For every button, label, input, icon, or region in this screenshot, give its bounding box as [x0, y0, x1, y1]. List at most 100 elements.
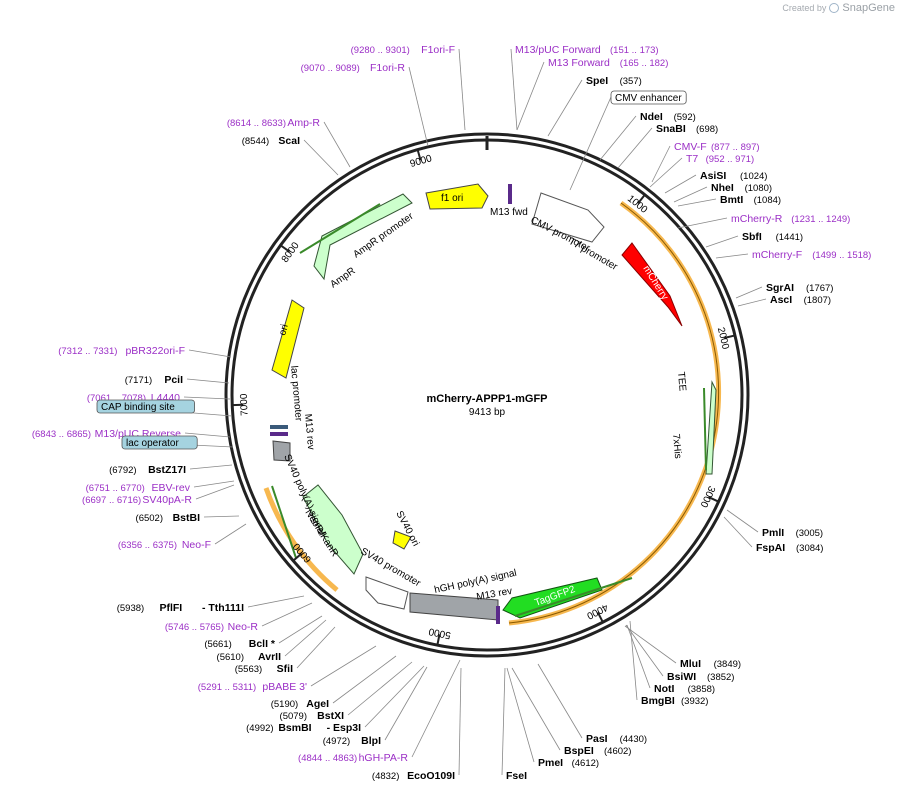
leader-pasi	[537, 663, 583, 739]
label-spei: SpeI(357)	[586, 75, 642, 87]
feature-name: CAP binding site	[101, 402, 175, 413]
leader-neo-r	[261, 602, 313, 627]
leader-spei	[547, 79, 583, 137]
label-name: AgeI	[306, 698, 329, 710]
ampr-inner-line	[299, 203, 381, 254]
label-blpi: BlpI (4972)	[323, 735, 381, 747]
label-bcli: BclI * (5661)	[204, 638, 276, 650]
label-name: T7	[686, 153, 698, 165]
tick-9000	[416, 149, 422, 161]
label-name: BlpI	[361, 735, 381, 747]
tick-label: 9000	[409, 153, 434, 170]
label-range: (3852)	[707, 672, 734, 683]
label-name: F1ori-F	[421, 44, 455, 56]
label-range: (592)	[674, 112, 696, 123]
label-bsiwi: BsiWI (3852)	[667, 671, 734, 683]
leader-fsei	[501, 667, 506, 776]
leader-m13-puc-forward	[510, 48, 518, 131]
label-name: M13/pUC Forward	[515, 44, 601, 56]
label-prefix: BsmBI	[278, 722, 311, 734]
label-bmti: BmtI(1084)	[720, 194, 781, 206]
plasmid-name: mCherry-APPP1-mGFP	[426, 393, 547, 405]
ori-arrow	[271, 299, 305, 379]
label-range: (5610)	[217, 652, 244, 663]
label-range: (357)	[620, 76, 642, 87]
label-range: (7312 .. 7331)	[58, 346, 117, 357]
label-name: FseI	[506, 770, 527, 782]
label-name: BclI *	[249, 638, 276, 650]
label-pmli: PmlI(3005)	[762, 527, 823, 539]
leader-pbr322ori-f	[188, 349, 232, 358]
leader-cmv-enhancer	[569, 96, 612, 191]
label-name: mCherry-F	[752, 249, 802, 261]
leader-mcherry-f	[715, 253, 749, 259]
label-name: Neo-R	[228, 621, 259, 633]
label-range: (6792)	[109, 465, 136, 476]
backbone-inner-ring	[224, 132, 750, 658]
label-name: NotI	[654, 683, 674, 695]
label-neo-f: Neo-F(6356 .. 6375)	[118, 539, 211, 551]
label-name: NdeI	[640, 111, 663, 123]
label-amp-r: Amp-R(8614 .. 8633)	[227, 117, 321, 129]
label-scai: ScaI(8544)	[242, 135, 300, 147]
label-sfii: SfiI(5563)	[235, 663, 293, 675]
label-range: (5661)	[204, 639, 231, 650]
leader-bstbi	[203, 515, 240, 518]
label-asisi: AsiSI (1024)	[700, 170, 767, 182]
label-range: (6751 .. 6770)	[86, 483, 145, 494]
leader-f1ori-r	[408, 66, 429, 147]
label-name: hGH-PA-R	[359, 752, 409, 764]
label-range: (9070 .. 9089)	[301, 63, 360, 74]
leader-l4440	[183, 396, 231, 400]
feature-name: lac operator	[126, 438, 179, 449]
leader-amp-r	[323, 121, 351, 168]
label-name: BspEI	[564, 745, 594, 757]
feature-box	[121, 435, 198, 450]
label-name: AsiSI	[700, 170, 726, 182]
leader-m13-forward	[516, 61, 545, 131]
label-range: (1024)	[740, 171, 767, 182]
label-name: AvrII	[258, 651, 281, 663]
feature-box	[96, 399, 195, 414]
label-range: (4972)	[323, 736, 350, 747]
watermark-created-by: Created by	[782, 3, 827, 13]
leader-neo-f	[214, 523, 247, 545]
feature-label-lac-promoter: lac promoter	[288, 365, 304, 422]
leader-bspei	[511, 667, 561, 751]
label-range: (3849)	[714, 659, 741, 670]
label-range: (5746 .. 5765)	[165, 622, 224, 633]
green-cds-arc	[705, 380, 717, 475]
label-bmgbi: BmgBI(3932)	[641, 695, 708, 707]
leader-pcii	[186, 378, 230, 384]
neor-kanr-arrow	[302, 484, 364, 575]
leader-m13-puc-reverse	[184, 432, 231, 438]
feature-label-t7-promoter: T7 promoter	[567, 236, 620, 273]
sv40-ori-box	[392, 530, 412, 550]
label-f1ori-f: F1ori-F (9280 .. 9301)	[351, 44, 455, 56]
label-cmv-f: CMV-F(877 .. 897)	[674, 141, 760, 153]
label-range: (5190)	[271, 699, 298, 710]
label-range: (5291 .. 5311)	[198, 682, 256, 693]
label-range: (1767)	[806, 283, 833, 294]
label-range: (6843 .. 6865)	[32, 429, 91, 440]
leader-avrii	[284, 619, 327, 657]
label-range: (9280 .. 9301)	[351, 45, 410, 56]
label-name: SnaBI	[656, 123, 686, 135]
label-m13-puc-forward: M13/pUC Forward (151 .. 173)	[515, 44, 659, 56]
label-neo-r: Neo-R (5746 .. 5765)	[165, 621, 259, 633]
feature-name: CMV enhancer	[615, 93, 682, 104]
tick-6000	[292, 552, 303, 562]
label-name: MluI	[680, 658, 701, 670]
label-name: BsiWI	[667, 671, 696, 683]
label-pasi: PasI(4430)	[586, 733, 647, 745]
leader-snabi	[617, 127, 653, 169]
label-noti: NotI(3858)	[654, 683, 715, 695]
label-range: (4430)	[620, 734, 647, 745]
label-name: SgrAI	[766, 282, 794, 294]
leader-hgh-pa-r	[411, 659, 461, 758]
label-name: EBV-rev	[151, 482, 190, 494]
label-range: (151 .. 173)	[610, 45, 659, 56]
label-name: NheI	[711, 182, 734, 194]
label-range: (5938)	[117, 603, 144, 614]
